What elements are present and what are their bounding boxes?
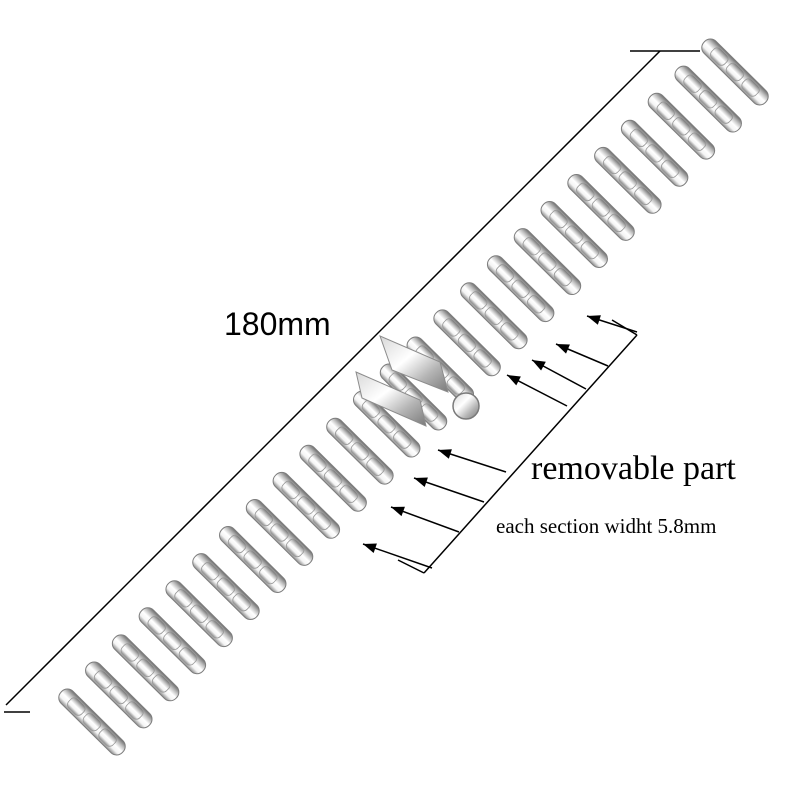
band-link xyxy=(701,38,769,106)
band-link xyxy=(567,173,635,241)
band-link xyxy=(299,444,367,512)
length-label: 180mm xyxy=(224,306,331,342)
band-link xyxy=(272,471,341,539)
band-link xyxy=(192,553,260,621)
removable-arrows xyxy=(362,315,638,569)
band-link xyxy=(58,688,126,756)
arrow-head-icon xyxy=(587,315,601,325)
band-link xyxy=(647,92,716,160)
removable-part-label: removable part xyxy=(531,450,736,487)
band-link xyxy=(433,309,501,377)
band-link xyxy=(219,526,287,593)
band-link xyxy=(460,282,528,350)
band-link xyxy=(165,580,233,648)
band-link xyxy=(513,228,582,296)
band-link xyxy=(594,146,662,214)
band-link xyxy=(138,607,207,675)
arrow-head-icon xyxy=(532,360,546,371)
band-link xyxy=(245,498,314,566)
band-link xyxy=(326,417,394,485)
clasp-button-icon xyxy=(452,392,480,420)
length-dimension xyxy=(4,50,700,713)
band-link xyxy=(540,201,608,268)
band-link xyxy=(486,255,555,323)
arrow-head-icon xyxy=(556,344,570,354)
arrow-head-icon xyxy=(507,375,521,386)
band-link xyxy=(674,65,742,133)
arrow-head-icon xyxy=(363,543,377,553)
band-link xyxy=(85,661,153,729)
butterfly-clasp xyxy=(355,335,480,427)
section-width-label: each section widht 5.8mm xyxy=(496,514,717,538)
arrow-head-icon xyxy=(414,477,428,487)
band-link xyxy=(111,634,180,702)
arrow-head-icon xyxy=(391,506,405,517)
length-dimension-line xyxy=(5,50,661,706)
arrow-head-icon xyxy=(438,449,452,459)
band-link xyxy=(620,119,689,187)
